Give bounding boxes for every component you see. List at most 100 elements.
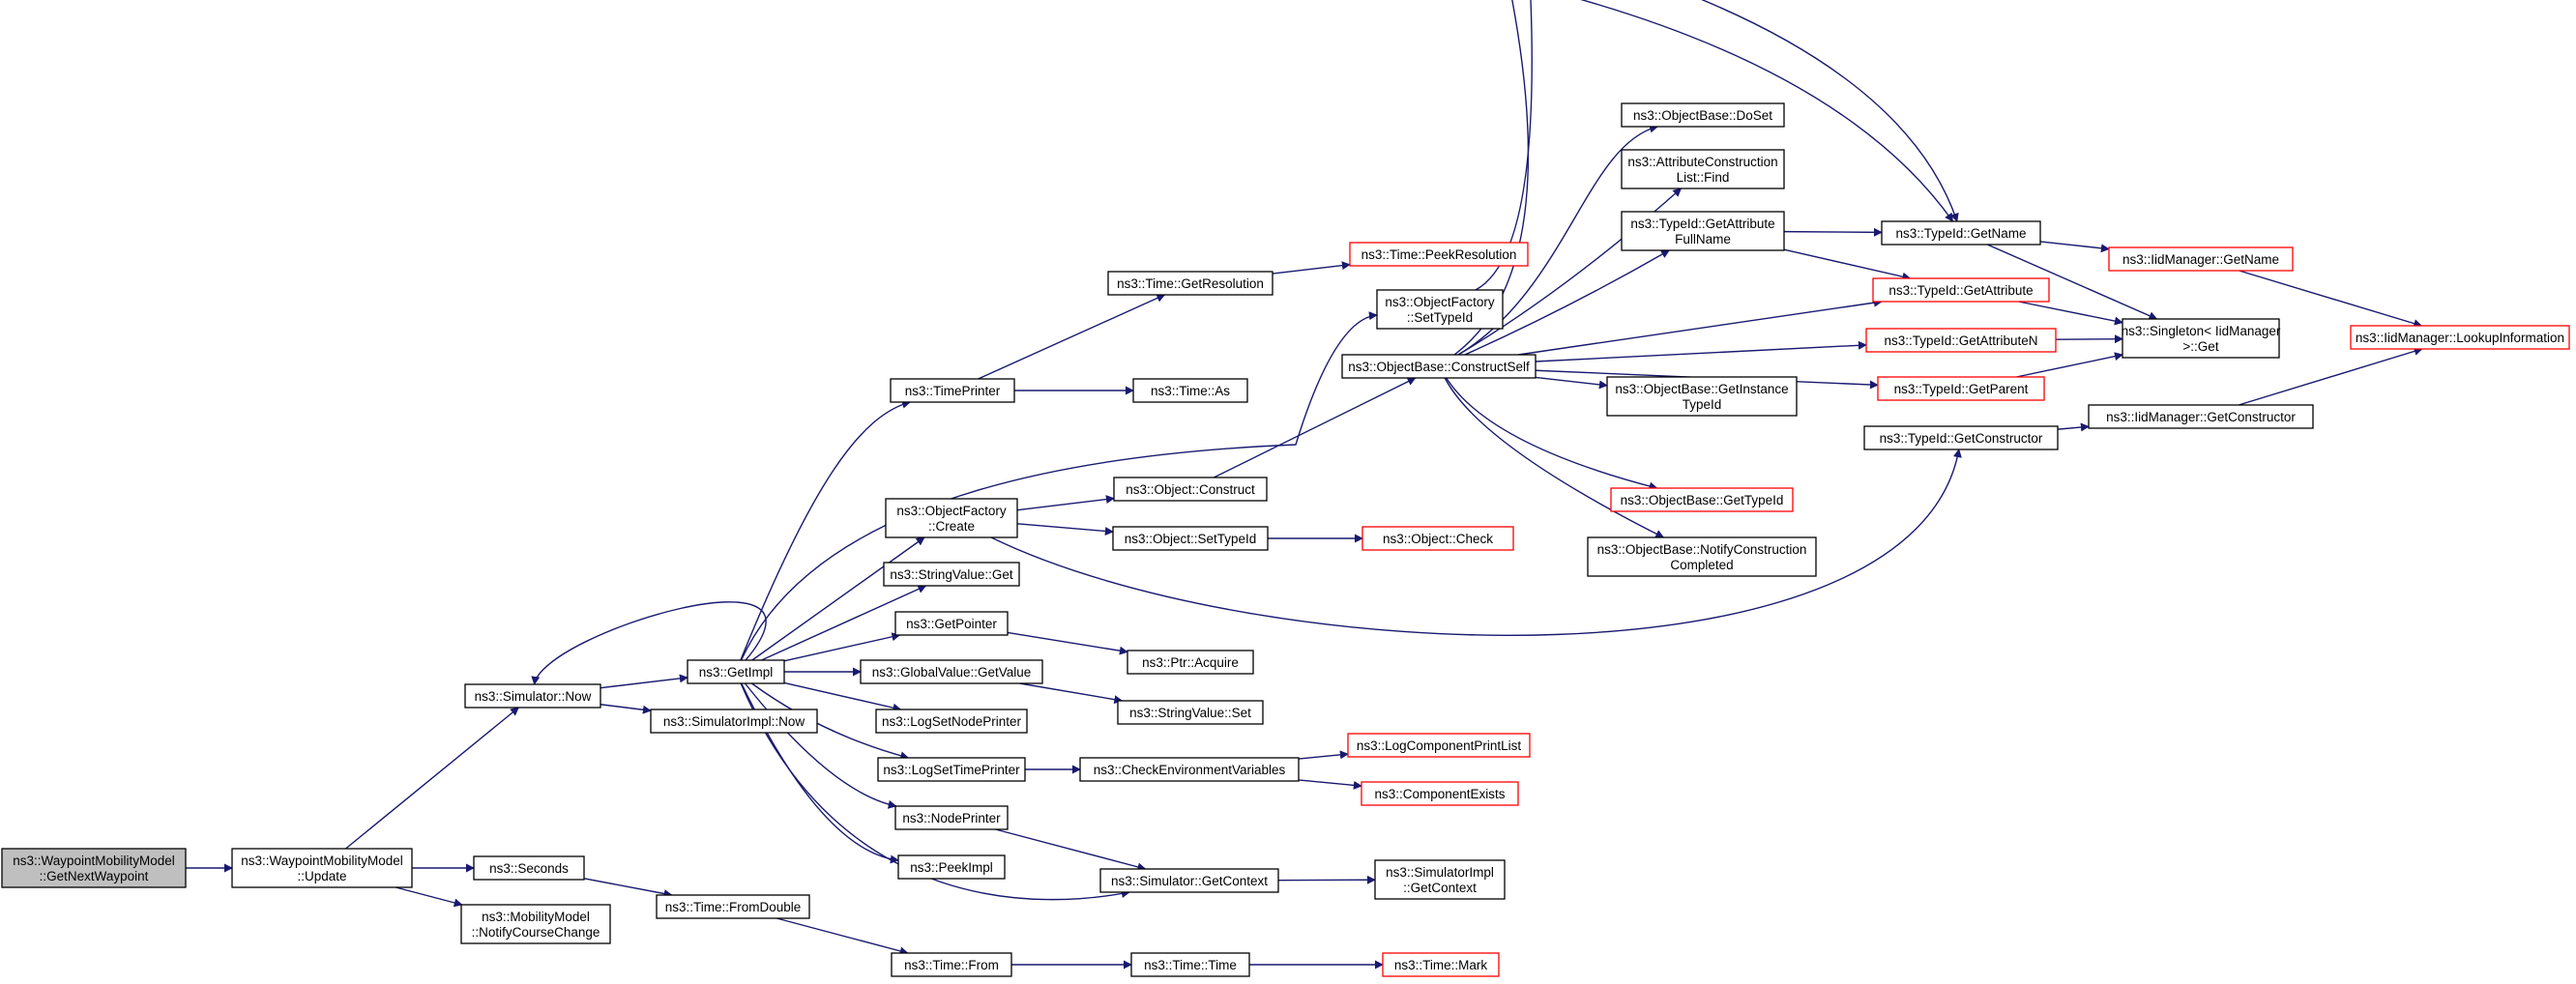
node-box	[1113, 477, 1268, 502]
node-objfactory-set-typeid[interactable]: ns3::ObjectFactory::SetTypeId	[1376, 289, 1504, 330]
node-objectbase-doset[interactable]: ns3::ObjectBase::DoSet	[1621, 102, 1785, 128]
node-time-time[interactable]: ns3::Time::Time	[1130, 952, 1250, 977]
node-iidmanager-get-constructor[interactable]: ns3::IidManager::GetConstructor	[2088, 404, 2314, 429]
node-time-mark[interactable]: ns3::Time::Mark	[1382, 952, 1500, 977]
node-sim-now[interactable]: ns3::Simulator::Now	[464, 683, 601, 709]
node-log-set-node-printer[interactable]: ns3::LogSetNodePrinter	[875, 709, 1028, 734]
node-object-set-typeid[interactable]: ns3::Object::SetTypeId	[1112, 526, 1269, 551]
node-label: ns3::ComponentExists	[1374, 787, 1505, 801]
node-ptr-acquire[interactable]: ns3::Ptr::Acquire	[1127, 650, 1254, 675]
node-objfactory-create[interactable]: ns3::ObjectFactory::Create	[885, 498, 1018, 538]
node-sim-get-context[interactable]: ns3::Simulator::GetContext	[1099, 868, 1279, 893]
node-box	[1107, 271, 1273, 296]
edge-object_construct-to-objectbase_construct_self	[1213, 377, 1417, 478]
node-time-peek-resolution[interactable]: ns3::Time::PeekResolution	[1349, 242, 1529, 267]
node-stringvalue-set[interactable]: ns3::StringValue::Set	[1117, 700, 1264, 725]
node-simimpl-get-context[interactable]: ns3::SimulatorImpl::GetContext	[1374, 859, 1506, 900]
node-iidmanager-get-name[interactable]: ns3::IidManager::GetName	[2108, 246, 2294, 272]
node-typeid-get-attribute[interactable]: ns3::TypeId::GetAttribute	[1872, 277, 2050, 303]
node-time-from[interactable]: ns3::Time::From	[891, 952, 1012, 977]
node-log-component-print-list[interactable]: ns3::LogComponentPrintList	[1347, 733, 1531, 758]
edge-time_get_resolution-to-time_peek_resolution	[1272, 261, 1351, 275]
edge-objfactory_create-to-object_set_typeid	[1016, 523, 1114, 535]
node-label: ns3::ObjectBase::GetInstance	[1615, 382, 1788, 396]
node-box	[2350, 325, 2570, 350]
node-box	[1872, 277, 2050, 303]
edge-objfactory_create-to-typeid_get_constructor	[990, 449, 1962, 636]
node-box	[1347, 733, 1531, 758]
node-box	[656, 894, 810, 919]
node-update[interactable]: ns3::WaypointMobilityModel::Update	[231, 848, 413, 888]
node-label: ns3::GetImpl	[699, 665, 774, 680]
node-label: ns3::Singleton< IidManager	[2122, 324, 2281, 338]
node-box	[1863, 425, 2059, 450]
node-stringvalue-get[interactable]: ns3::StringValue::Get	[883, 562, 1020, 587]
node-label: ns3::CheckEnvironmentVariables	[1094, 763, 1286, 777]
node-label: ::GetNextWaypoint	[40, 869, 149, 883]
node-label: ns3::Object::SetTypeId	[1125, 532, 1257, 546]
node-check-env-vars[interactable]: ns3::CheckEnvironmentVariables	[1079, 757, 1300, 782]
node-time-printer[interactable]: ns3::TimePrinter	[890, 378, 1015, 403]
node-get-impl[interactable]: ns3::GetImpl	[687, 659, 785, 684]
edge-sim_now-to-simimpl_now	[600, 704, 652, 714]
node-objectbase-get-typeid[interactable]: ns3::ObjectBase::GetTypeId	[1610, 487, 1794, 512]
node-typeid-get-constructor[interactable]: ns3::TypeId::GetConstructor	[1863, 425, 2059, 450]
node-box	[687, 659, 785, 684]
node-label: ns3::ObjectBase::DoSet	[1633, 108, 1772, 123]
node-peek-impl[interactable]: ns3::PeekImpl	[897, 854, 1006, 880]
node-time-as[interactable]: ns3::Time::As	[1132, 378, 1248, 403]
node-box	[1374, 859, 1506, 900]
node-objectbase-notify-construction-completed[interactable]: ns3::ObjectBase::NotifyConstructionCompl…	[1587, 536, 1817, 577]
node-box	[464, 683, 601, 709]
node-typeid-get-name[interactable]: ns3::TypeId::GetName	[1881, 220, 2041, 246]
edge-iidmanager_get_constructor-to-iidmanager_lookup_information	[2239, 347, 2423, 406]
node-get-pointer[interactable]: ns3::GetPointer	[894, 611, 1009, 636]
node-time-get-resolution[interactable]: ns3::Time::GetResolution	[1107, 271, 1273, 296]
node-singleton-get[interactable]: ns3::Singleton< IidManager >::Get	[2122, 318, 2281, 359]
edge-time_printer-to-time_get_resolution	[978, 294, 1166, 380]
edge-get_pointer-to-ptr_acquire	[1007, 631, 1128, 655]
node-globalvalue-getvalue[interactable]: ns3::GlobalValue::GetValue	[860, 659, 1043, 684]
node-get-next-waypoint: ns3::WaypointMobilityModel::GetNextWaypo…	[1, 848, 187, 888]
node-box	[473, 855, 585, 881]
node-box	[875, 709, 1028, 734]
node-notify-course[interactable]: ns3::MobilityModel::NotifyCourseChange	[460, 904, 611, 944]
node-object-check[interactable]: ns3::Object::Check	[1361, 526, 1514, 551]
node-typeid-get-attribute-n[interactable]: ns3::TypeId::GetAttributeN	[1865, 328, 2057, 353]
node-log-set-time-printer[interactable]: ns3::LogSetTimePrinter	[877, 757, 1026, 782]
node-box	[1881, 220, 2041, 246]
node-box	[1621, 211, 1785, 251]
edge-objectbase_construct_self-to-objectbase_notify_construction_completed	[1444, 377, 1665, 538]
node-simimpl-now[interactable]: ns3::SimulatorImpl::Now	[650, 709, 818, 734]
node-object-construct[interactable]: ns3::Object::Construct	[1113, 477, 1268, 502]
edge-get_impl-to-sim_get_context	[740, 682, 1130, 901]
node-label: ::Create	[928, 519, 975, 534]
edge-update-to-sim_now	[345, 707, 520, 850]
node-box	[1349, 242, 1529, 267]
node-label: ns3::Time::From	[904, 958, 999, 972]
node-label: TypeId	[1683, 397, 1722, 412]
node-from-double[interactable]: ns3::Time::FromDouble	[656, 894, 810, 919]
node-label: ns3::ObjectFactory	[896, 504, 1007, 518]
node-seconds[interactable]: ns3::Seconds	[473, 855, 585, 881]
edge-typeid_get_attribute_fullname-to-typeid_get_name	[1783, 227, 1883, 237]
node-box	[1606, 376, 1798, 417]
edge-objfactory_set_typeid-to-typeid_get_name	[1475, 0, 1959, 291]
node-iidmanager-lookup-information[interactable]: ns3::IidManager::LookupInformation	[2350, 325, 2570, 350]
edge-objectbase_construct_self-to-typeid_get_attribute_n	[1535, 340, 1867, 362]
node-box	[1621, 149, 1785, 189]
node-label: ns3::Ptr::Acquire	[1142, 655, 1239, 670]
node-component-exists[interactable]: ns3::ComponentExists	[1361, 781, 1519, 806]
node-label: ns3::NodePrinter	[902, 811, 1001, 825]
node-typeid-get-parent[interactable]: ns3::TypeId::GetParent	[1877, 376, 2045, 401]
node-box	[460, 904, 611, 944]
edge-typeid_get_parent-to-singleton_get	[2016, 352, 2123, 378]
node-objectbase-construct-self[interactable]: ns3::ObjectBase::ConstructSelf	[1341, 354, 1537, 379]
edge-typeid_get_attribute_n-to-singleton_get	[2055, 334, 2123, 344]
node-node-printer[interactable]: ns3::NodePrinter	[894, 805, 1009, 830]
edge-get_impl-to-log_set_time_printer	[751, 682, 910, 761]
node-label: ns3::ObjectBase::NotifyConstruction	[1597, 542, 1807, 557]
